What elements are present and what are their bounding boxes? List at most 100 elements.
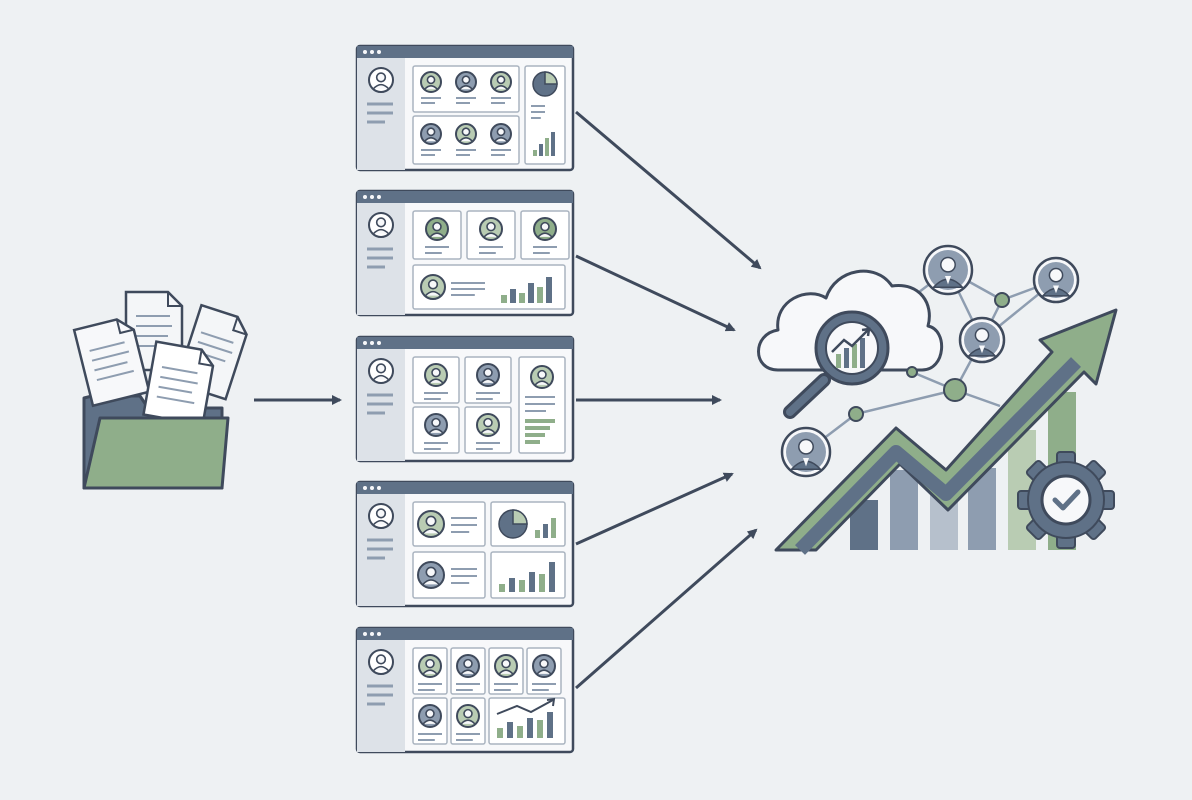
mini-bar <box>546 277 552 303</box>
avatar-icon <box>530 365 554 389</box>
avatar-icon <box>420 123 442 145</box>
mini-bar <box>543 524 548 538</box>
person-avatar-icon <box>958 316 1006 364</box>
network-node <box>994 292 1010 308</box>
window-dot-icon <box>377 50 381 54</box>
avatar-icon <box>368 503 394 529</box>
window-title-bar <box>357 482 573 494</box>
mini-bar <box>539 144 543 156</box>
dashboard-window <box>355 189 575 317</box>
mini-bar <box>501 295 507 303</box>
mini-bar <box>499 584 505 592</box>
person-avatar-icon <box>780 426 832 478</box>
mini-bar <box>529 572 535 592</box>
mini-bar <box>527 718 533 738</box>
avatar-icon <box>420 274 446 300</box>
flow-arrows <box>575 110 762 690</box>
window-dot-icon <box>370 341 374 345</box>
network-node <box>906 366 918 378</box>
dashboard-window <box>355 335 575 463</box>
window-dot-icon <box>377 195 381 199</box>
avatar-icon <box>368 212 394 238</box>
avatar-icon <box>418 654 442 678</box>
mini-bar <box>509 578 515 592</box>
mini-bar <box>537 287 543 303</box>
mini-bar-chart <box>497 712 553 738</box>
window-dot-icon <box>363 195 367 199</box>
mini-bar <box>535 530 540 538</box>
dashboard-window <box>355 44 575 172</box>
window-dot-icon <box>363 486 367 490</box>
mini-bar <box>549 562 555 592</box>
flow-arrow <box>575 528 758 690</box>
avatar-icon <box>455 123 477 145</box>
mini-bar <box>545 138 549 156</box>
person-avatar-icon <box>1032 256 1080 304</box>
window-dot-icon <box>363 632 367 636</box>
list-bar <box>525 440 540 444</box>
window-dot-icon <box>370 632 374 636</box>
mini-bar <box>497 728 503 738</box>
avatar-icon <box>476 363 500 387</box>
avatar-icon <box>532 654 556 678</box>
dashboard-card <box>412 264 566 310</box>
list-bar <box>525 419 555 423</box>
window-dot-icon <box>370 50 374 54</box>
mini-bar <box>510 289 516 303</box>
mini-bar-chart <box>501 277 552 303</box>
mini-pie-chart <box>532 71 558 97</box>
trend-line <box>496 699 554 715</box>
avatar-icon <box>417 561 445 589</box>
document-icon <box>142 340 215 427</box>
avatar-icon <box>490 123 512 145</box>
window-title-bar <box>357 46 573 58</box>
mini-bar <box>551 518 556 538</box>
avatar-icon <box>494 654 518 678</box>
network-nodes <box>848 292 1010 422</box>
mini-bar <box>547 712 553 738</box>
network-node <box>848 406 864 422</box>
mini-bar <box>533 150 537 156</box>
mini-bar <box>519 580 525 592</box>
mini-pie-chart <box>498 509 528 539</box>
flow-arrow <box>575 254 736 332</box>
window-dot-icon <box>370 486 374 490</box>
mini-bar-chart <box>499 562 555 592</box>
mini-bar <box>539 574 545 592</box>
mini-bar-chart <box>535 518 556 538</box>
avatar-icon <box>456 704 480 728</box>
avatar-icon <box>420 71 442 93</box>
avatar-icon <box>455 71 477 93</box>
document-icon <box>72 318 151 408</box>
avatar-icon <box>476 413 500 437</box>
avatar-icon <box>417 510 445 538</box>
list-bar <box>525 433 545 437</box>
mini-bar-chart <box>533 132 555 156</box>
avatar-icon <box>533 217 557 241</box>
mini-bar <box>528 283 534 303</box>
avatar-icon <box>490 71 512 93</box>
flow-arrow <box>575 472 734 546</box>
window-dot-icon <box>377 341 381 345</box>
mini-bar <box>537 720 543 738</box>
folder-with-documents-icon <box>72 290 248 490</box>
avatar-icon <box>368 67 394 93</box>
network-node <box>943 378 967 402</box>
mini-bar <box>517 726 523 738</box>
mini-bar <box>519 293 525 303</box>
flow-arrow <box>575 110 762 270</box>
avatar-icon <box>368 358 394 384</box>
mini-bar <box>507 722 513 738</box>
avatar-icon <box>418 704 442 728</box>
avatar-icon <box>424 363 448 387</box>
growth-arrow-icon <box>774 308 1118 555</box>
avatar-icon <box>425 217 449 241</box>
dashboard-window <box>355 626 575 754</box>
avatar-icon <box>368 649 394 675</box>
window-title-bar <box>357 337 573 349</box>
list-bar <box>525 426 550 430</box>
magnifier-chart-icon <box>783 310 890 419</box>
window-dot-icon <box>377 632 381 636</box>
person-avatar-icon <box>922 244 974 296</box>
